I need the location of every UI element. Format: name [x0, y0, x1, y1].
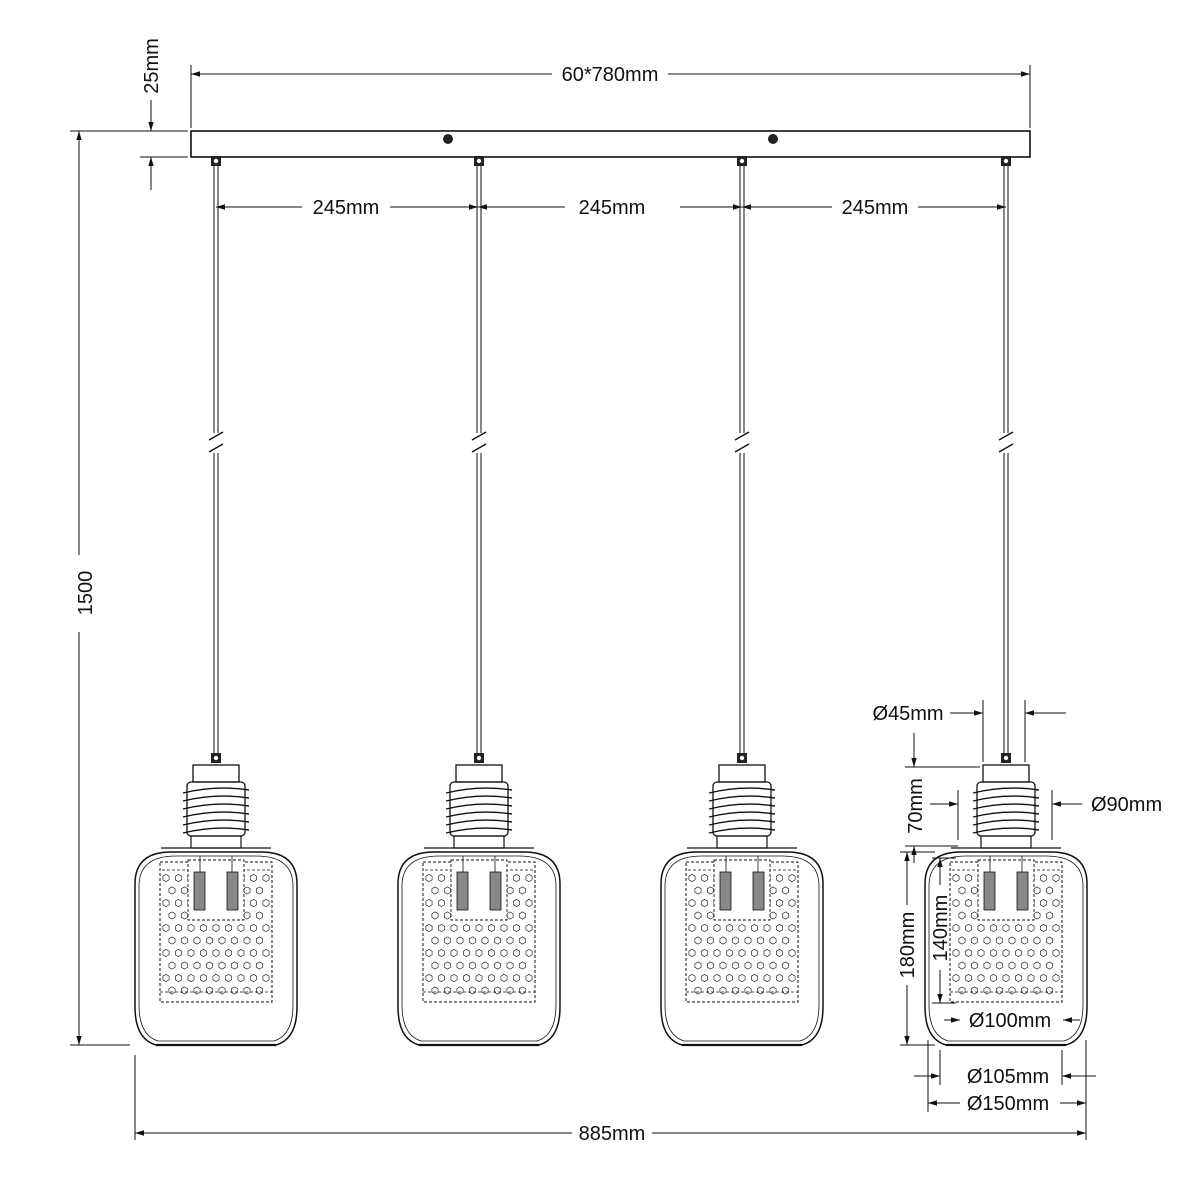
bulb-socket-left: [456, 871, 469, 911]
neck-height-label: 70mm: [905, 778, 927, 834]
thread-line: [182, 795, 250, 802]
break-mark: [208, 431, 224, 441]
break-mark: [208, 443, 224, 453]
inner-diameter-label: Ø100mm: [969, 1010, 1051, 1032]
thread-line: [708, 795, 776, 802]
spacing-3-label: 245mm: [842, 197, 909, 219]
break-mark: [471, 431, 487, 441]
break-mark: [734, 431, 750, 441]
total-width-label: 885mm: [579, 1123, 646, 1145]
bulb-socket-left: [983, 871, 996, 911]
socket-cap: [455, 764, 503, 783]
thread-line: [708, 811, 776, 818]
mouth-diameter-label: Ø105mm: [967, 1066, 1049, 1088]
spacing-2-label: 245mm: [579, 197, 646, 219]
thread-line: [445, 819, 513, 826]
socket-diameter-label: Ø45mm: [872, 703, 943, 725]
bulb-socket-left: [719, 871, 732, 911]
thread-line: [445, 811, 513, 818]
dimension-labels: 60*780mm 25mm 245mm 245mm 245mm 1500 885…: [75, 38, 1162, 1145]
bulb-socket-right: [752, 871, 765, 911]
socket-cap: [718, 764, 766, 783]
thread-line: [182, 827, 250, 834]
thread-line: [708, 787, 776, 794]
break-mark: [734, 443, 750, 453]
pendant-1: [134, 156, 298, 1047]
thread-line: [445, 787, 513, 794]
canopy-size-label: 60*780mm: [562, 64, 659, 86]
break-mark: [998, 443, 1014, 453]
pendant-3: [660, 156, 824, 1047]
neck-collar: [716, 835, 768, 849]
total-height-label: 1500: [75, 571, 97, 616]
inner-height-label: 140mm: [930, 895, 952, 962]
thread-line: [708, 827, 776, 834]
bulb-socket-right: [226, 871, 239, 911]
thread-line: [445, 827, 513, 834]
thread-line: [972, 803, 1040, 810]
thread-line: [972, 819, 1040, 826]
canopy-thickness-label: 25mm: [141, 38, 163, 94]
pendants-group: [134, 156, 1088, 1047]
bulb-socket-right: [1016, 871, 1029, 911]
thread-line: [972, 787, 1040, 794]
thread-line: [972, 811, 1040, 818]
thread-line: [708, 819, 776, 826]
bulb-socket-right: [489, 871, 502, 911]
thread-line: [182, 787, 250, 794]
screw-icon: [768, 134, 778, 144]
neck-collar: [190, 835, 242, 849]
thread-line: [708, 803, 776, 810]
bulb-socket-left: [193, 871, 206, 911]
spacing-1-label: 245mm: [313, 197, 380, 219]
shade-height-label: 180mm: [897, 912, 919, 979]
canopy: [190, 130, 1031, 158]
dimension-lines: [70, 65, 1096, 1140]
socket-cap: [192, 764, 240, 783]
shade-diameter-label: Ø150mm: [967, 1093, 1049, 1115]
socket-cap: [982, 764, 1030, 783]
neck-diameter-label: Ø90mm: [1091, 794, 1162, 816]
thread-line: [972, 827, 1040, 834]
thread-line: [182, 811, 250, 818]
thread-line: [182, 819, 250, 826]
neck-collar: [980, 835, 1032, 849]
thread-line: [445, 803, 513, 810]
pendant-2: [397, 156, 561, 1047]
thread-line: [972, 795, 1040, 802]
thread-line: [445, 795, 513, 802]
screw-icon: [443, 134, 453, 144]
thread-line: [182, 803, 250, 810]
break-mark: [471, 443, 487, 453]
pendant-4: [924, 156, 1088, 1047]
break-mark: [998, 431, 1014, 441]
neck-collar: [453, 835, 505, 849]
